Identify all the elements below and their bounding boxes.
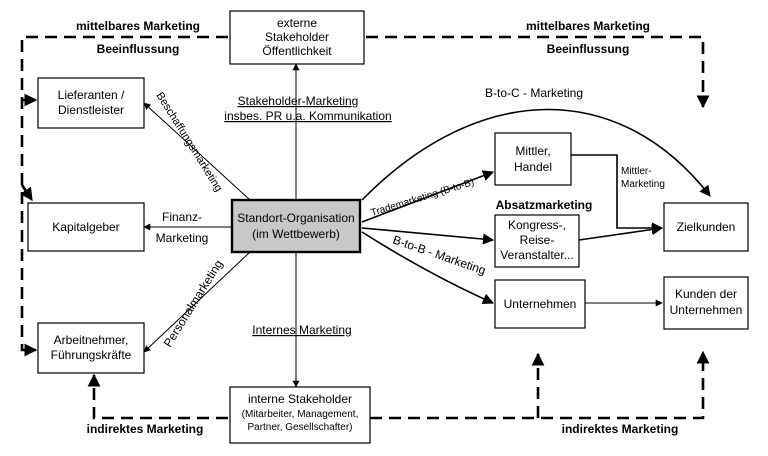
node-intern-line3: Partner, Gesellschafter): [247, 422, 352, 433]
node-intern-line1: interne Stakeholder: [248, 392, 352, 406]
node-center: Standort-Organisation (im Wettbewerb): [237, 211, 354, 241]
arrow-btoc: [361, 108, 711, 201]
node-extern-line1: externe: [277, 16, 317, 30]
node-intern: interne Stakeholder (Mitarbeiter, Manage…: [242, 392, 359, 433]
label-indirekt-right: indirektes Marketing: [562, 422, 679, 436]
node-extern: externe Stakeholder Öffentlichkeit: [262, 16, 332, 58]
node-kongress-line3: Veranstalter...: [500, 248, 573, 262]
node-zielkunden: Zielkunden: [677, 220, 736, 234]
label-trademarketing: Trademarketing (B-to-B): [370, 177, 476, 219]
node-extern-line3: Öffentlichkeit: [262, 44, 332, 58]
label-mittler-marketing: Mittler- Marketing: [621, 166, 665, 190]
node-kunden-unternehmen-line2: Unternehmen: [670, 303, 743, 317]
node-intern-line2: (Mitarbeiter, Management,: [242, 409, 359, 420]
label-btoc: B-to-C - Marketing: [485, 86, 583, 100]
label-absatzmarketing: Absatzmarketing: [496, 198, 593, 212]
label-finanz-marketing: Marketing: [156, 231, 209, 245]
label-mittler-marketing-line1: Mittler-: [621, 166, 652, 177]
node-kunden-unternehmen-line1: Kunden der: [675, 287, 737, 301]
label-stakeholder-marketing: Stakeholder-Marketing: [238, 94, 359, 108]
node-kunden-unternehmen: Kunden der Unternehmen: [670, 287, 743, 317]
node-kapitalgeber: Kapitalgeber: [52, 220, 119, 234]
node-lieferanten: Lieferanten / Dienstleister: [58, 88, 125, 117]
node-mittler-line1: Mittler,: [515, 144, 550, 158]
node-arbeitnehmer-line1: Arbeitnehmer,: [54, 333, 129, 347]
node-mittler: Mittler, Handel: [514, 144, 552, 174]
dashed-top-right: [366, 35, 710, 109]
node-unternehmen: Unternehmen: [504, 297, 577, 311]
node-lieferanten-line2: Dienstleister: [58, 103, 124, 117]
dashed-bottom-left: [87, 373, 228, 420]
box-mittler: [494, 132, 572, 186]
label-btob: B-to-B - Marketing: [391, 233, 488, 278]
node-extern-line2: Stakeholder: [265, 30, 329, 44]
node-kongress-line2: Reise-: [520, 233, 555, 247]
label-finanz: Finanz-: [162, 210, 202, 224]
node-lieferanten-line1: Lieferanten /: [58, 88, 125, 102]
box-kunden-unternehmen: [663, 276, 749, 330]
dashed-bottom-right: [370, 350, 710, 420]
label-beeinflussung-left: Beeinflussung: [97, 42, 180, 56]
node-kongress-line1: Kongress-,: [508, 218, 566, 232]
node-center-line1: Standort-Organisation: [237, 211, 354, 225]
box-kapitalgeber: [27, 202, 145, 252]
label-personalmarketing: Personalmarketing: [161, 257, 226, 349]
node-kongress: Kongress-, Reise- Veranstalter...: [500, 218, 573, 262]
node-arbeitnehmer: Arbeitnehmer, Führungskräfte: [51, 333, 132, 362]
arrow-to-kongress: [361, 227, 495, 245]
box-zielkunden: [663, 202, 749, 252]
label-mittelbares-left: mittelbares Marketing: [76, 19, 200, 33]
box-lieferanten: [37, 77, 145, 129]
node-arbeitnehmer-line2: Führungskräfte: [51, 348, 132, 362]
box-kongress: [494, 214, 580, 268]
box-center: [230, 198, 362, 254]
dashed-left-to-kapitalgeber: [20, 184, 34, 202]
label-beschaffungsmarketing: Beschaffungsmarketing: [153, 90, 224, 194]
arrow-to-lieferanten: [143, 102, 251, 201]
arrow-btob: [361, 231, 495, 305]
node-center-line2: (im Wettbewerb): [252, 227, 340, 241]
box-extern: [229, 10, 365, 65]
arrow-trademarketing: [361, 170, 495, 223]
box-intern: [229, 386, 371, 444]
label-insbes-pr: insbes. PR u.a. Kommunikation: [224, 109, 391, 123]
arrow-to-arbeitnehmer: [143, 251, 251, 353]
label-mittler-marketing-line2: Marketing: [621, 179, 665, 190]
box-arbeitnehmer: [37, 322, 145, 374]
label-internes-marketing: Internes Marketing: [252, 323, 351, 337]
arrow-kongress-zielkunden: [578, 223, 664, 241]
label-beeinflussung-right: Beeinflussung: [547, 42, 630, 56]
label-mittelbares-right: mittelbares Marketing: [526, 19, 650, 33]
box-unternehmen: [494, 279, 586, 329]
arrow-mittler-zielkunden: [571, 154, 664, 234]
node-mittler-line2: Handel: [514, 160, 552, 174]
label-indirekt-left: indirektes Marketing: [87, 422, 204, 436]
